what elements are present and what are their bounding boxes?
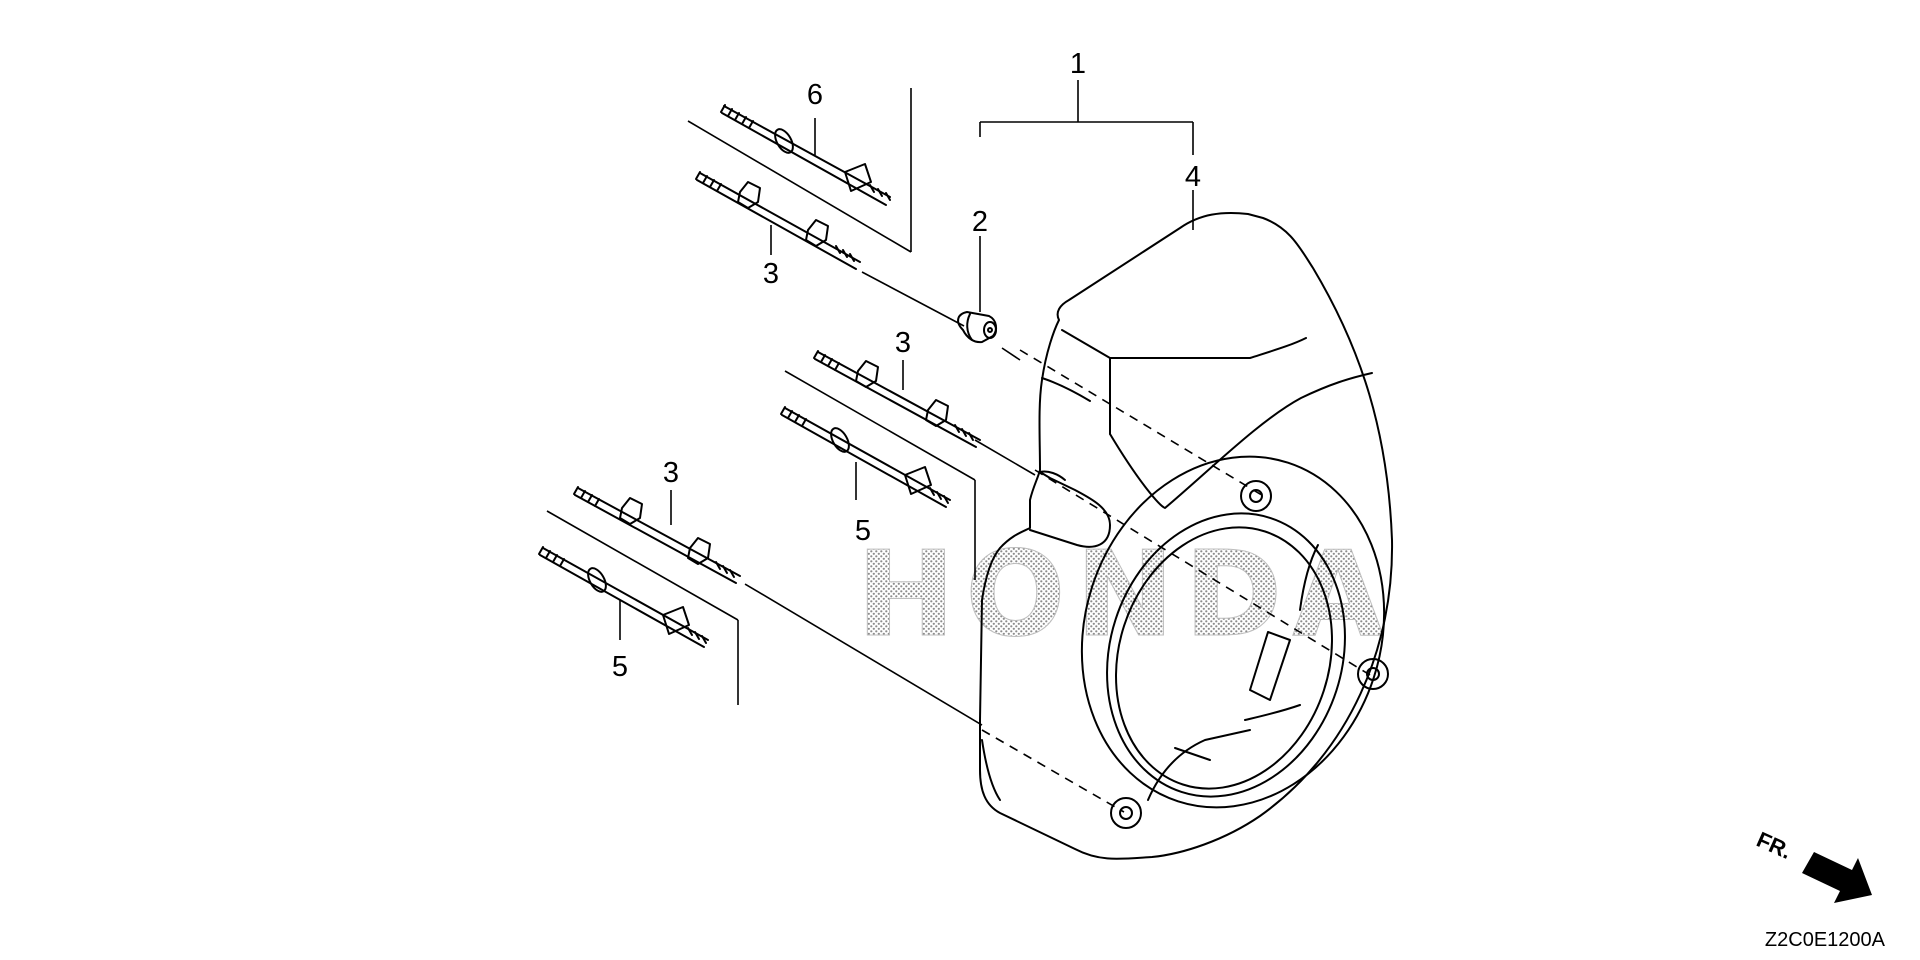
callout-leaders bbox=[619, 80, 1194, 640]
diagram-code: Z2C0E1200A bbox=[1765, 929, 1886, 951]
fan-cover-shroud bbox=[979, 211, 1394, 860]
installation-lines bbox=[744, 271, 1036, 726]
front-label: FR. bbox=[1753, 827, 1796, 864]
stud-bolt-part-6 bbox=[720, 104, 891, 206]
group-bracket-top bbox=[687, 88, 912, 253]
callout-6: 6 bbox=[807, 79, 823, 111]
group-bracket-middle bbox=[784, 370, 976, 580]
group-bracket-lower bbox=[546, 510, 739, 705]
stud-bolt-part-5-a bbox=[780, 406, 951, 508]
stud-bolt-part-3-b bbox=[813, 350, 981, 448]
front-indicator: FR. bbox=[1753, 827, 1872, 903]
stud-bolt-part-3-c bbox=[573, 486, 741, 584]
arrow-right-down-icon bbox=[1802, 852, 1872, 903]
callout-1: 1 bbox=[1070, 48, 1086, 80]
callout-3-top: 3 bbox=[763, 258, 779, 290]
stud-bolt-part-5-b bbox=[538, 546, 709, 648]
callout-5-middle: 5 bbox=[855, 515, 871, 547]
hidden-lines bbox=[981, 349, 1371, 813]
stud-bolt-part-3-a bbox=[695, 171, 861, 270]
callout-3-middle: 3 bbox=[895, 327, 911, 359]
callout-2: 2 bbox=[972, 206, 988, 238]
callout-4: 4 bbox=[1185, 161, 1201, 193]
grommet-part-2 bbox=[957, 311, 998, 344]
callout-3-lower: 3 bbox=[663, 457, 679, 489]
callout-5-lower: 5 bbox=[612, 651, 628, 683]
